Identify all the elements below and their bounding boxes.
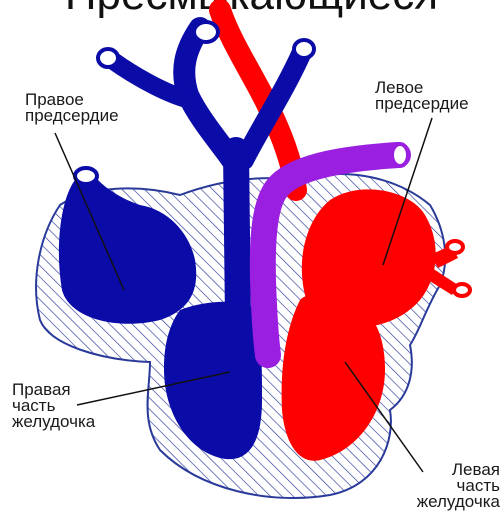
label-line: предсердие [25, 108, 119, 124]
label-right-ventricle: Правая часть желудочка [12, 382, 95, 430]
label-right-atrium: Правое предсердие [25, 92, 119, 124]
label-line: желудочка [12, 414, 95, 430]
label-left-ventricle: Левая часть желудочка [388, 462, 500, 510]
label-line: предсердие [375, 96, 469, 112]
label-line: желудочка [388, 494, 500, 510]
label-left-atrium: Левое предсердие [375, 80, 469, 112]
